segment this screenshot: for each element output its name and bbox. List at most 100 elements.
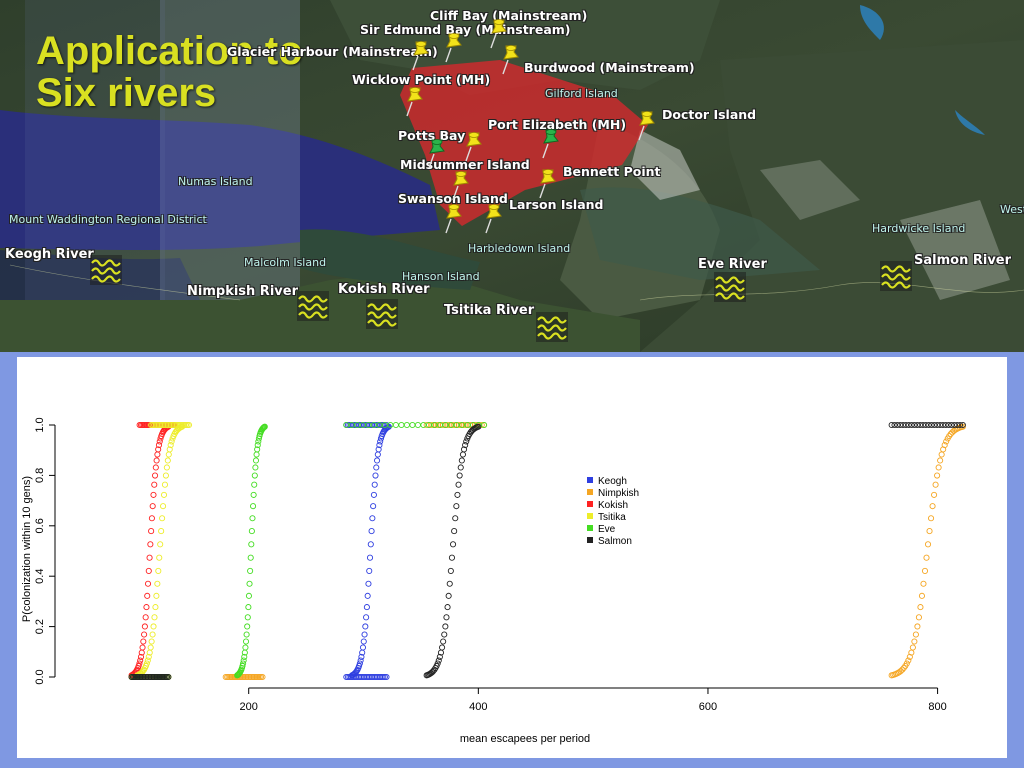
point-tsitika — [167, 442, 174, 449]
yellow-pushpin-icon[interactable] — [404, 86, 426, 118]
map-label-hanson-island: Hanson Island — [402, 270, 480, 283]
point-tsitika — [165, 451, 172, 458]
point-eve — [249, 515, 256, 522]
yellow-pushpin-icon[interactable] — [463, 131, 485, 163]
yellow-pushpin-icon[interactable] — [500, 44, 522, 76]
legend-label-nimpkish: Nimpkish — [598, 488, 639, 499]
yellow-pushpin-icon[interactable] — [410, 40, 432, 72]
point-nimpkish — [940, 446, 947, 453]
point-nimpkish — [444, 421, 451, 429]
point-tsitika — [157, 541, 164, 548]
point-eve — [248, 541, 255, 548]
point-salmon — [441, 631, 448, 638]
point-nimpkish — [920, 580, 927, 587]
point-salmon — [897, 421, 904, 429]
point-kokish — [155, 446, 162, 453]
point-tsitika — [151, 614, 158, 621]
point-salmon — [448, 554, 456, 561]
point-kokish — [141, 623, 148, 630]
yellow-pushpin-icon[interactable] — [636, 110, 658, 142]
yellow-pushpin-icon[interactable] — [443, 32, 465, 64]
point-kokish — [151, 472, 159, 479]
river-wave-icon[interactable] — [536, 312, 568, 342]
green-pushpin-icon[interactable] — [540, 128, 562, 160]
point-salmon — [900, 421, 907, 429]
legend-swatch-eve — [587, 525, 593, 531]
point-tsitika — [155, 567, 162, 574]
point-nimpkish — [903, 660, 910, 667]
point-eve — [247, 567, 254, 574]
green-pushpin-icon[interactable] — [426, 138, 448, 170]
point-salmon — [954, 421, 961, 429]
point-tsitika — [152, 604, 159, 611]
point-nimpkish — [931, 491, 938, 498]
point-nimpkish — [462, 421, 469, 429]
y-tick-label: 0.4 — [34, 569, 46, 584]
point-salmon — [443, 614, 450, 621]
river-wave-icon[interactable] — [90, 255, 122, 285]
point-tsitika — [148, 638, 155, 645]
point-keogh — [367, 541, 374, 548]
point-salmon — [951, 421, 958, 429]
point-kokish — [151, 481, 158, 488]
map-label-west: West — [1000, 203, 1024, 216]
point-salmon — [922, 421, 929, 429]
point-nimpkish — [915, 614, 922, 621]
point-kokish — [154, 451, 161, 458]
point-kokish — [137, 653, 145, 660]
point-eve — [409, 421, 416, 429]
point-keogh — [371, 481, 378, 488]
yellow-pushpin-icon[interactable] — [450, 170, 472, 202]
yellow-pushpin-icon[interactable] — [488, 18, 510, 50]
y-tick-label: 0.0 — [34, 669, 46, 684]
point-eve — [242, 638, 250, 645]
point-nimpkish — [947, 430, 954, 438]
point-kokish — [144, 592, 151, 599]
point-eve — [261, 423, 268, 430]
legend-label-eve: Eve — [598, 524, 616, 535]
farm-region-polygon — [400, 60, 648, 226]
point-tsitika — [147, 644, 154, 651]
point-tsitika — [144, 657, 151, 664]
river-label-salmon: Salmon River — [914, 253, 1012, 268]
point-keogh — [364, 592, 371, 599]
point-keogh — [363, 604, 370, 611]
point-keogh — [370, 491, 377, 498]
yellow-pushpin-icon[interactable] — [537, 168, 559, 200]
point-salmon — [463, 438, 470, 445]
river-wave-icon[interactable] — [366, 299, 398, 329]
point-nimpkish — [918, 592, 926, 599]
point-salmon — [435, 657, 442, 664]
point-tsitika — [160, 503, 167, 510]
point-keogh — [358, 653, 365, 660]
point-salmon — [959, 421, 966, 429]
point-salmon — [956, 421, 964, 429]
point-keogh — [356, 660, 363, 667]
map-label-harbledown-island: Harbledown Island — [468, 242, 571, 255]
yellow-pushpin-icon[interactable] — [483, 203, 505, 235]
point-tsitika — [153, 592, 160, 599]
map-label-cliff-bay: Cliff Bay (Mainstream) — [430, 8, 588, 23]
river-wave-icon[interactable] — [297, 291, 329, 321]
point-salmon — [919, 421, 927, 429]
point-eve — [251, 472, 258, 479]
point-nimpkish — [905, 657, 912, 664]
point-salmon — [462, 442, 469, 449]
point-salmon — [439, 644, 446, 651]
yellow-pushpin-icon[interactable] — [443, 203, 465, 235]
point-keogh — [360, 638, 367, 645]
point-nimpkish — [912, 631, 919, 638]
point-kokish — [142, 614, 149, 621]
river-wave-icon[interactable] — [880, 261, 912, 291]
point-eve — [241, 653, 248, 660]
point-eve — [252, 464, 259, 471]
point-keogh — [369, 515, 376, 522]
point-nimpkish — [917, 604, 924, 611]
point-salmon — [931, 421, 938, 429]
point-nimpkish — [428, 421, 435, 429]
point-eve — [259, 425, 267, 432]
point-nimpkish — [941, 442, 948, 449]
point-nimpkish — [911, 638, 918, 645]
river-wave-icon[interactable] — [714, 272, 746, 302]
point-keogh — [363, 614, 370, 621]
